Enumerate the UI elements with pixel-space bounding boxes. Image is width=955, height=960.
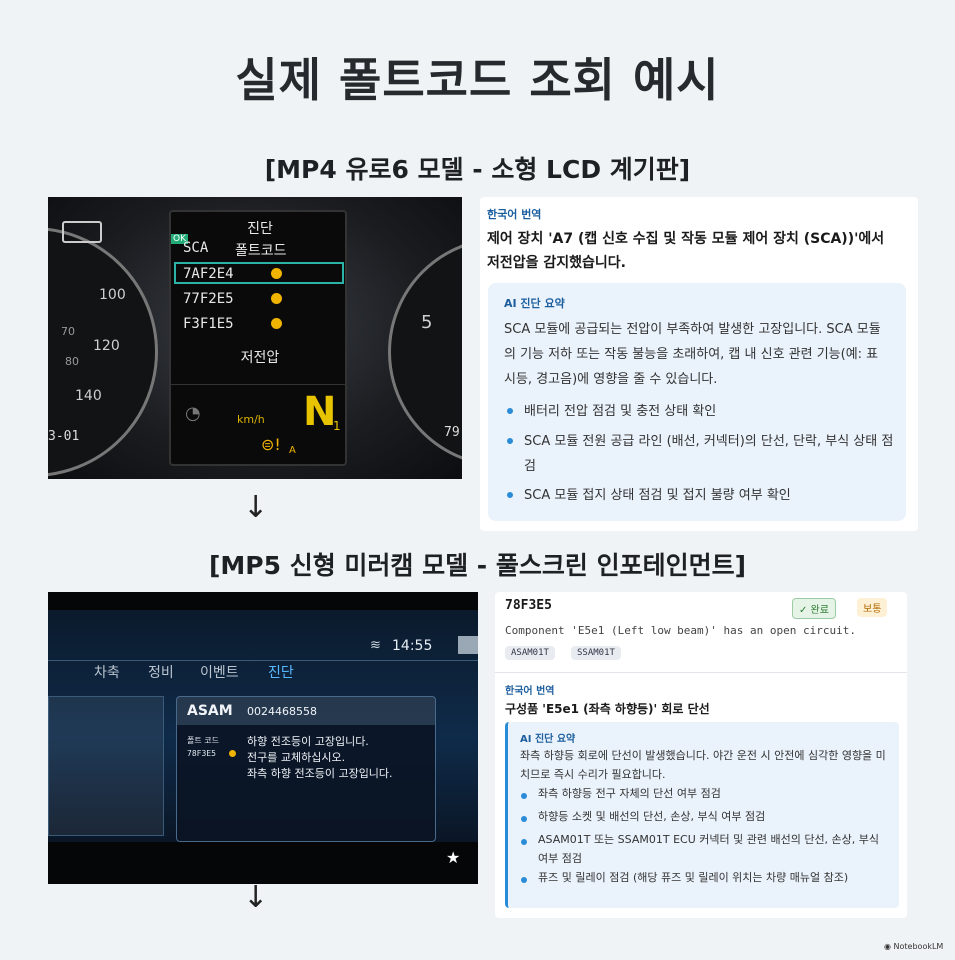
gauge-tick: 120 (93, 338, 120, 354)
lcd-display: 진단 OK SCA 폴트코드 7AF2E4 77F2E5 F3F1E5 저전압 … (169, 210, 347, 466)
divider (495, 672, 907, 673)
asam-label: ASAM (187, 703, 233, 719)
section-title-mp4: [MP4 유로6 모델 - 소형 LCD 계기판] (264, 155, 691, 184)
warning-icon: ⊜! (261, 435, 281, 454)
gauge-tick: 70 (61, 325, 75, 338)
status-badge: ✓ 완료 (792, 598, 836, 619)
arrow-down-icon: ↓ (243, 490, 269, 525)
gauge-tick: 80 (65, 355, 79, 368)
fault-panel: ASAM 0024468558 폴트 코드 78F3E5 하향 전조등이 고장입… (176, 696, 436, 842)
tab-events[interactable]: 이벤트 (200, 665, 239, 681)
fault-code: 77F2E5 (183, 291, 234, 307)
watermark-text: NotebookLM (893, 942, 944, 951)
severity-badge: 보통 (857, 598, 888, 617)
checklist-item: 퓨즈 및 릴레이 점검 (해당 퓨즈 및 릴레이 위치는 차량 매뉴얼 참조) (521, 868, 888, 887)
gauge-tick: 100 (99, 287, 126, 303)
header-divider (48, 660, 478, 661)
watermark: ◉ NotebookLM (884, 942, 943, 951)
fault-message: 좌측 하향 전조등이 고장입니다. (247, 767, 393, 780)
ai-summary-text: SCA 모듈에 공급되는 전압이 부족하여 발생한 고장입니다. SCA 모듈의… (504, 322, 881, 387)
star-icon[interactable]: ★ (446, 848, 461, 867)
translation-label: 한국어 번역 (505, 686, 555, 697)
status-dot (271, 318, 282, 329)
translation-text: 제어 장치 'A7 (캡 신호 수집 및 작동 모듈 제어 장치 (SCA))'… (487, 231, 885, 271)
cluster-photo: 100 70 120 80 140 3-01 5 79 진단 OK SCA 폴트… (48, 197, 462, 479)
lcd-header: 진단 (247, 221, 273, 237)
tab-axle[interactable]: 차축 (94, 665, 120, 681)
speed-unit: km/h (237, 413, 265, 426)
status-dot (271, 268, 282, 279)
fault-code: 78F3E5 (187, 749, 216, 758)
checklist-item: 하향등 소켓 및 배선의 단선, 손상, 부식 여부 점검 (521, 807, 888, 826)
speed-icon: ◔ (185, 403, 201, 424)
diagnosis-card-2: 78F3E5 ✓ 완료 보통 Component 'E5e1 (Left low… (495, 592, 907, 918)
infotainment-photo: ≋ 14:55 차축 정비 이벤트 진단 ASAM 0024468558 폴트 … (48, 592, 478, 884)
checklist-item: 좌측 하향등 전구 자체의 단선 여부 점검 (521, 784, 888, 803)
checklist-item: SCA 모듈 전원 공급 라인 (배선, 커넥터)의 단선, 단락, 부식 상태… (507, 429, 894, 479)
gauge-tick: 5 (421, 312, 433, 333)
fault-code: 7AF2E4 (183, 266, 234, 282)
tab-maintenance[interactable]: 정비 (148, 665, 174, 681)
fault-description: Component 'E5e1 (Left low beam)' has an … (505, 624, 856, 637)
right-edge-text: 79 (444, 425, 460, 440)
checklist-item: SCA 모듈 접지 상태 점검 및 접지 불량 여부 확인 (507, 483, 894, 508)
ai-summary-label: AI 진단 요약 (520, 734, 576, 745)
checklist-item: ASAM01T 또는 SSAM01T ECU 커넥터 및 관련 배선의 단선, … (521, 830, 888, 868)
fault-code: F3F1E5 (183, 316, 234, 332)
lcd-module: SCA (183, 240, 209, 256)
lcd-col-title: 폴트코드 (235, 243, 287, 259)
translation-text: 구성품 'E5e1 (좌측 하향등)' 회로 단선 (505, 702, 710, 716)
ai-summary-box: AI 진단 요약 SCA 모듈에 공급되는 전압이 부족하여 발생한 고장입니다… (488, 283, 906, 521)
diagnosis-card-1: 한국어 번역 제어 장치 'A7 (캡 신호 수집 및 작동 모듈 제어 장치 … (480, 197, 918, 531)
lcd-bottom: ◔ km/h N 1 ⊜! A (171, 384, 345, 464)
side-panel (48, 696, 164, 836)
ai-summary-box: AI 진단 요약 좌측 하향등 회로에 단선이 발생했습니다. 야간 운전 시 … (505, 722, 899, 908)
section-title-mp5: [MP5 신형 미러캠 모델 - 풀스크린 인포테인먼트] (208, 551, 747, 580)
gear-indicator: N (303, 389, 337, 435)
fault-message: 전구를 교체하십시오. (247, 751, 346, 764)
fault-code-title: 78F3E5 (505, 598, 552, 613)
page-title: 실제 폴트코드 조회 예시 (235, 53, 720, 107)
ecu-tag: ASAM01T (505, 646, 555, 660)
tab-diagnosis[interactable]: 진단 (268, 665, 294, 681)
checklist-item: 배터리 전압 점검 및 충전 상태 확인 (507, 399, 894, 424)
clock: 14:55 (392, 638, 433, 654)
left-edge-text: 3-01 (48, 429, 80, 444)
warning-sub: A (289, 445, 296, 456)
gauge-tick: 140 (75, 388, 102, 404)
fault-message: 하향 전조등이 고장입니다. (247, 735, 369, 748)
wifi-icon: ≋ (370, 638, 381, 653)
ai-summary-text: 좌측 하향등 회로에 단선이 발생했습니다. 야간 운전 시 안전에 심각한 영… (520, 749, 886, 781)
gear-sub: 1 (333, 419, 341, 433)
ai-summary-label: AI 진단 요약 (504, 297, 565, 310)
ok-tag: OK (171, 234, 188, 244)
status-dot (271, 293, 282, 304)
back-arrow-icon (62, 221, 102, 243)
notebooklm-logo-icon: ◉ (884, 942, 891, 951)
selected-row[interactable] (174, 262, 344, 284)
fault-code-label: 폴트 코드 (187, 736, 219, 745)
status-dot (229, 750, 236, 757)
apps-icon[interactable] (458, 636, 478, 654)
translation-label: 한국어 번역 (487, 208, 542, 221)
asam-id: 0024468558 (247, 705, 317, 718)
infotainment-screen: ≋ 14:55 차축 정비 이벤트 진단 ASAM 0024468558 폴트 … (48, 610, 478, 867)
ecu-tag: SSAM01T (571, 646, 621, 660)
arrow-down-icon: ↓ (243, 880, 269, 915)
lcd-fault-label: 저전압 (240, 350, 280, 366)
